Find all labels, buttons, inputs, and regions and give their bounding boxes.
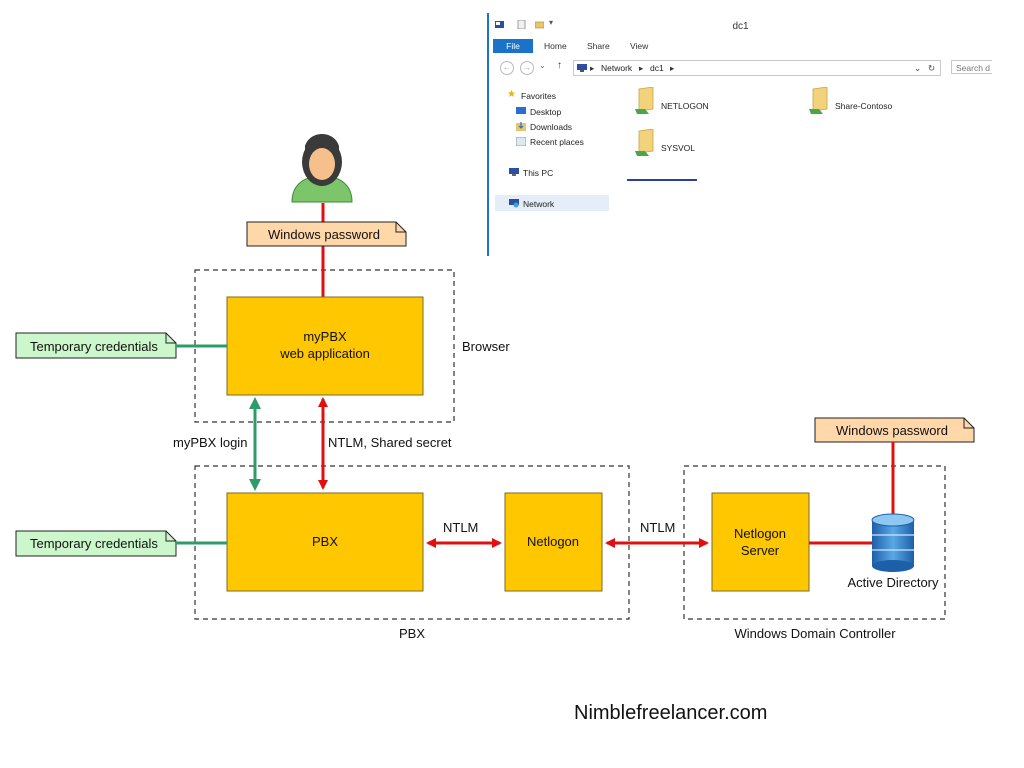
pbx-group-label: PBX (399, 626, 425, 641)
active-directory-label: Active Directory (847, 575, 939, 590)
note-temp-credentials-bottom-text: Temporary credentials (30, 536, 158, 551)
forward-button[interactable]: → (520, 61, 534, 75)
nav-network-label: Network (523, 199, 555, 209)
shared-folder-icon (809, 87, 828, 114)
netlogon-server-line2: Server (741, 543, 780, 558)
file-name-sysvol: SYSVOL (661, 143, 696, 153)
note-windows-password-top: Windows password (246, 221, 407, 247)
browser-group-label: Browser (462, 339, 510, 354)
tab-view[interactable]: View (630, 41, 649, 51)
file-explorer-window: ▾ dc1 File Home Share View ← → ⌄ ↑ ▸ Net… (487, 13, 992, 256)
chevron-right-icon: ▸ (590, 63, 595, 73)
mypbx-login-label: myPBX login (173, 435, 247, 450)
file-name-share-contoso: Share-Contoso (835, 101, 893, 111)
note-windows-password-right-text: Windows password (836, 423, 948, 438)
address-row: ← → ⌄ ↑ ▸ Network ▸ dc1 ▸ ⌄ ↻ Search d (489, 57, 992, 77)
title-bar: ▾ dc1 (489, 13, 992, 39)
selection-underline (627, 179, 697, 181)
note-temp-credentials-top: Temporary credentials (15, 332, 177, 359)
pbx-group-border (194, 465, 630, 620)
note-windows-password-top-text: Windows password (268, 227, 380, 242)
breadcrumb-network[interactable]: Network (601, 63, 633, 73)
ntlm-shared-secret-label: NTLM, Shared secret (328, 435, 452, 450)
mypbx-web-app-box (226, 296, 424, 396)
window-icon (495, 21, 504, 28)
address-bar[interactable]: ▸ Network ▸ dc1 ▸ ⌄ ↻ (573, 60, 941, 76)
pbx-box-label: PBX (312, 534, 338, 549)
recent-places-icon (516, 137, 526, 146)
user-icon (291, 134, 353, 203)
search-input[interactable]: Search d (951, 60, 992, 74)
breadcrumb-dc1[interactable]: dc1 (650, 63, 664, 73)
tab-share[interactable]: Share (587, 41, 610, 51)
star-icon: ★ (507, 89, 516, 100)
netlogon-server-line1: Netlogon (734, 526, 786, 541)
nav-recent-places-label: Recent places (530, 137, 584, 147)
ribbon-tabs: File Home Share View (489, 39, 992, 53)
note-temp-credentials-top-text: Temporary credentials (30, 339, 158, 354)
downloads-icon (516, 122, 526, 131)
chevron-right-icon: ▸ (639, 63, 644, 73)
netlogon-box (504, 492, 603, 592)
note-temp-credentials-bottom: Temporary credentials (15, 530, 177, 557)
new-folder-icon[interactable] (535, 20, 544, 29)
nav-favorites-label: Favorites (521, 91, 556, 101)
nav-this-pc-label: This PC (523, 168, 554, 178)
back-button[interactable]: ← (500, 61, 514, 75)
network-icon (577, 64, 587, 72)
credit-text: Nimblefreelancer.com (574, 702, 768, 724)
note-windows-password-right: Windows password (814, 417, 975, 443)
tab-file[interactable]: File (493, 39, 533, 53)
shared-folder-icon (635, 129, 654, 156)
file-name-netlogon: NETLOGON (661, 101, 709, 111)
chevron-right-icon: ▸ (670, 63, 675, 73)
pbx-box (226, 492, 424, 592)
quick-access-dropdown-icon[interactable]: ▾ (549, 18, 554, 27)
shared-folder-icon (635, 87, 654, 114)
ntlm-label-2: NTLM (640, 520, 675, 535)
window-title: dc1 (732, 21, 749, 32)
database-icon (871, 513, 915, 572)
up-button[interactable]: ↑ (557, 60, 562, 71)
refresh-icon[interactable]: ↻ (928, 63, 936, 73)
computer-icon (509, 168, 519, 176)
properties-icon[interactable] (517, 20, 526, 29)
nav-network-selected-row[interactable] (495, 195, 609, 211)
address-dropdown-icon[interactable]: ⌄ (914, 63, 922, 73)
mypbx-box-line2: web application (279, 346, 370, 361)
recent-locations-icon[interactable]: ⌄ (539, 61, 546, 70)
nav-downloads-label: Downloads (530, 122, 573, 132)
desktop-icon (516, 107, 526, 114)
nav-desktop-label: Desktop (530, 107, 562, 117)
mypbx-box-line1: myPBX (303, 329, 347, 344)
tab-home[interactable]: Home (544, 41, 567, 51)
network-icon (509, 199, 519, 208)
netlogon-box-label: Netlogon (527, 534, 579, 549)
ntlm-label-1: NTLM (443, 520, 478, 535)
netlogon-server-box (711, 492, 810, 592)
domain-controller-group-label: Windows Domain Controller (734, 626, 896, 641)
